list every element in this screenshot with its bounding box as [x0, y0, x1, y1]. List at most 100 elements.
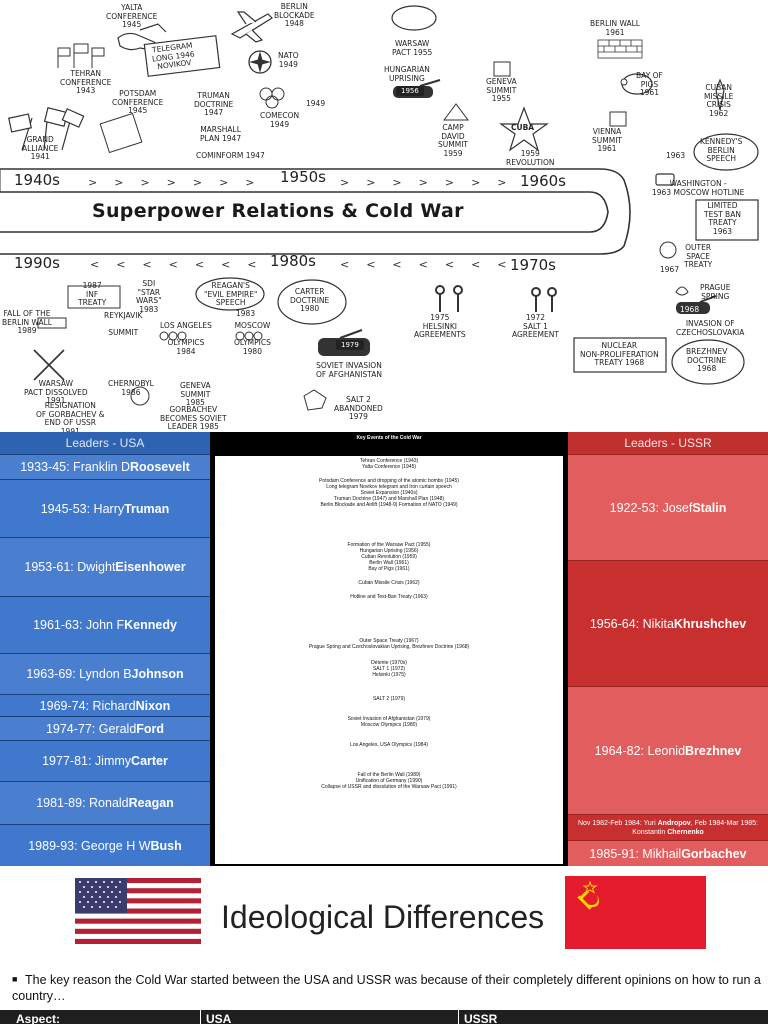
decade-1990s: 1990s — [14, 254, 60, 272]
event-item: Soviet Invasion of Afghanistan (1979) — [347, 716, 431, 722]
event-item: Cuban Missile Crisis (1962) — [358, 580, 420, 586]
leader-name: Reagan — [128, 796, 174, 810]
ideology-bullet: ■The key reason the Cold War started bet… — [12, 971, 762, 1004]
leader-years: 1969-74: Richard — [39, 698, 136, 713]
timeline-road — [0, 5, 759, 411]
event-item: Unification of Germany (1990) — [355, 778, 423, 784]
label-outer-space: OUTER SPACE TREATY — [684, 243, 713, 269]
ussr-leaders-column: Leaders - USSR 1922-53: Josef Stalin 195… — [568, 432, 768, 866]
decade-1950s: 1950s — [280, 168, 326, 186]
decade-1940s: 1940s — [14, 171, 60, 189]
label-warsaw-dissolved: WARSAW PACT DISSOLVED 1991 — [24, 379, 88, 405]
event-item: Bay of Pigs (1961) — [368, 566, 410, 572]
leader-years: 1961-63: John F — [33, 618, 125, 632]
hammer-sickle-icon — [565, 876, 706, 949]
event-group: Los Angeles, USA Olympics (1984) — [215, 742, 563, 748]
key-events-heading: Key Events of the Cold War — [356, 435, 422, 441]
event-item: Formation of the Warsaw Pact (1955) — [347, 542, 431, 548]
decade-1960s: 1960s — [520, 172, 566, 190]
leader-name: Kennedy — [124, 618, 177, 632]
usa-leaders-heading: Leaders - USA — [0, 432, 210, 454]
leader-name: Khrushchev — [673, 616, 747, 631]
decade-1980s: 1980s — [270, 252, 316, 270]
leader-name: Nixon — [135, 698, 171, 713]
leader-name: Gorbachev — [681, 846, 747, 861]
label-salt1: 1972 SALT 1 AGREEMENT — [512, 313, 559, 339]
event-item: Yalta Conference (1945) — [361, 464, 417, 470]
olympic-rings-icon — [259, 87, 285, 109]
leader-years: 1985-91: Mikhail — [589, 846, 682, 861]
arrow-row: <<<<<<< — [340, 258, 524, 271]
label-reykjavik: REYKJAVIK SUMMIT — [104, 311, 143, 337]
usa-leader-row: 1961-63: John F Kennedy — [0, 596, 210, 653]
aspects-col-aspect: Aspect: — [16, 1012, 61, 1026]
label-evil-empire: REAGAN'S "EVIL EMPIRE" SPEECH — [204, 281, 258, 307]
ideology-bullet-text: The key reason the Cold War started betw… — [12, 973, 761, 1003]
badge-1979: 1979 — [336, 340, 364, 350]
label-truman-doctrine: TRUMAN DOCTRINE 1947 — [194, 91, 234, 117]
event-group: SALT 2 (1979) — [215, 696, 563, 702]
label-kennedy-speech: KENNEDY'S BERLIN SPEECH — [700, 137, 743, 163]
label-geneva-1985: GENEVA SUMMIT 1985 — [180, 381, 211, 407]
label-nato: NATO 1949 — [278, 51, 299, 69]
leader-years: 1956-64: Nikita — [589, 616, 674, 631]
ideological-differences-title: Ideological Differences — [221, 899, 545, 935]
event-group: Hotline and Test-Ban Treaty (1963) — [215, 594, 563, 600]
label-warsaw-pact: WARSAW PACT 1955 — [392, 39, 433, 57]
usa-leader-row: 1933-45: Franklin D Roosevelt — [0, 454, 210, 479]
flag-icon — [8, 107, 85, 151]
leader-years: 1922-53: Josef — [609, 500, 693, 515]
label-comecon: COMECON 1949 — [260, 111, 300, 129]
event-item: Hungarian Uprising (1956) — [359, 548, 419, 554]
event-group: Potsdam Conference and dropping of the a… — [215, 478, 563, 508]
event-item: Collapse of USSR and dissolution of the … — [321, 784, 457, 790]
tank-icon — [676, 295, 717, 314]
usa-leader-row: 1974-77: Gerald Ford — [0, 716, 210, 740]
usa-leader-row: 1989-93: George H W Bush — [0, 824, 210, 866]
label-moscow: MOSCOW OLYMPICS 1980 — [234, 321, 271, 356]
label-brezhnev: BREZHNEV DOCTRINE 1968 — [686, 347, 728, 373]
event-item: Détente (1970s) — [371, 660, 407, 666]
event-item: Prague Spring and Czechoslovakian Uprisi… — [308, 644, 470, 650]
label-hungarian: HUNGARIAN UPRISING — [384, 65, 430, 83]
leader-years: 1945-53: Harry — [40, 501, 125, 516]
event-group: Tehran Conference (1943)Yalta Conference… — [215, 458, 563, 470]
nato-compass-icon — [248, 50, 272, 74]
leader-years: Nov 1982-Feb 1984: Yuri — [577, 819, 658, 827]
label-tehran: TEHRAN CONFERENCE 1943 — [60, 69, 112, 95]
label-sdi: SDI "STAR WARS" 1983 — [136, 279, 162, 314]
event-group: Soviet Invasion of Afghanistan (1979)Mos… — [215, 716, 563, 728]
leader-years: 1963-69: Lyndon B — [26, 667, 132, 681]
usa-leaders-column: Leaders - USA 1933-45: Franklin D Roosev… — [0, 432, 210, 866]
leader-years: 1989-93: George H W — [28, 838, 151, 853]
event-item: SALT 1 (1972) — [372, 666, 406, 672]
key-events-list: Tehran Conference (1943)Yalta Conference… — [215, 456, 563, 864]
label-cominform: COMINFORM 1947 — [196, 151, 265, 160]
label-los-angeles: LOS ANGELES OLYMPICS 1984 — [160, 321, 212, 356]
event-item: Truman Doctrine (1947) and Marshall Plan… — [333, 496, 445, 502]
bullet-square-icon: ■ — [12, 974, 18, 984]
usa-leader-row: 1945-53: Harry Truman — [0, 479, 210, 537]
usa-leader-row: 1981-89: Ronald Reagan — [0, 781, 210, 824]
tulip-icon — [675, 286, 689, 296]
event-item: Potsdam Conference and dropping of the a… — [319, 478, 459, 484]
label-yalta: YALTA CONFERENCE 1945 — [106, 3, 158, 29]
label-czech: INVASION OF CZECHOSLOVAKIA — [676, 319, 745, 337]
star-icon — [499, 106, 549, 152]
label-1963: 1963 — [666, 151, 686, 160]
label-potsdam: POTSDAM CONFERENCE 1945 — [112, 89, 164, 115]
leaders-section: Leaders - USA 1933-45: Franklin D Roosev… — [0, 432, 768, 866]
event-item: Los Angeles, USA Olympics (1984) — [350, 742, 428, 748]
event-item: Soviet Expansion (1940s) — [360, 490, 418, 496]
label-geneva-1955: GENEVA SUMMIT 1955 — [486, 77, 517, 103]
leader-name: Chernenko — [667, 828, 704, 836]
event-item: Hotline and Test-Ban Treaty (1963) — [350, 594, 428, 600]
leader-name: Andropov — [657, 819, 691, 827]
olympic-rings-icon — [159, 331, 263, 341]
leader-years: 1981-89: Ronald — [36, 796, 129, 810]
telephone-icon — [655, 173, 675, 186]
label-camp-david: CAMP DAVID SUMMIT 1959 — [438, 123, 468, 158]
event-item: Helsinki (1975) — [372, 672, 406, 678]
arrow-row: >>>>>>> — [88, 176, 272, 189]
airplane-icon — [230, 11, 273, 43]
